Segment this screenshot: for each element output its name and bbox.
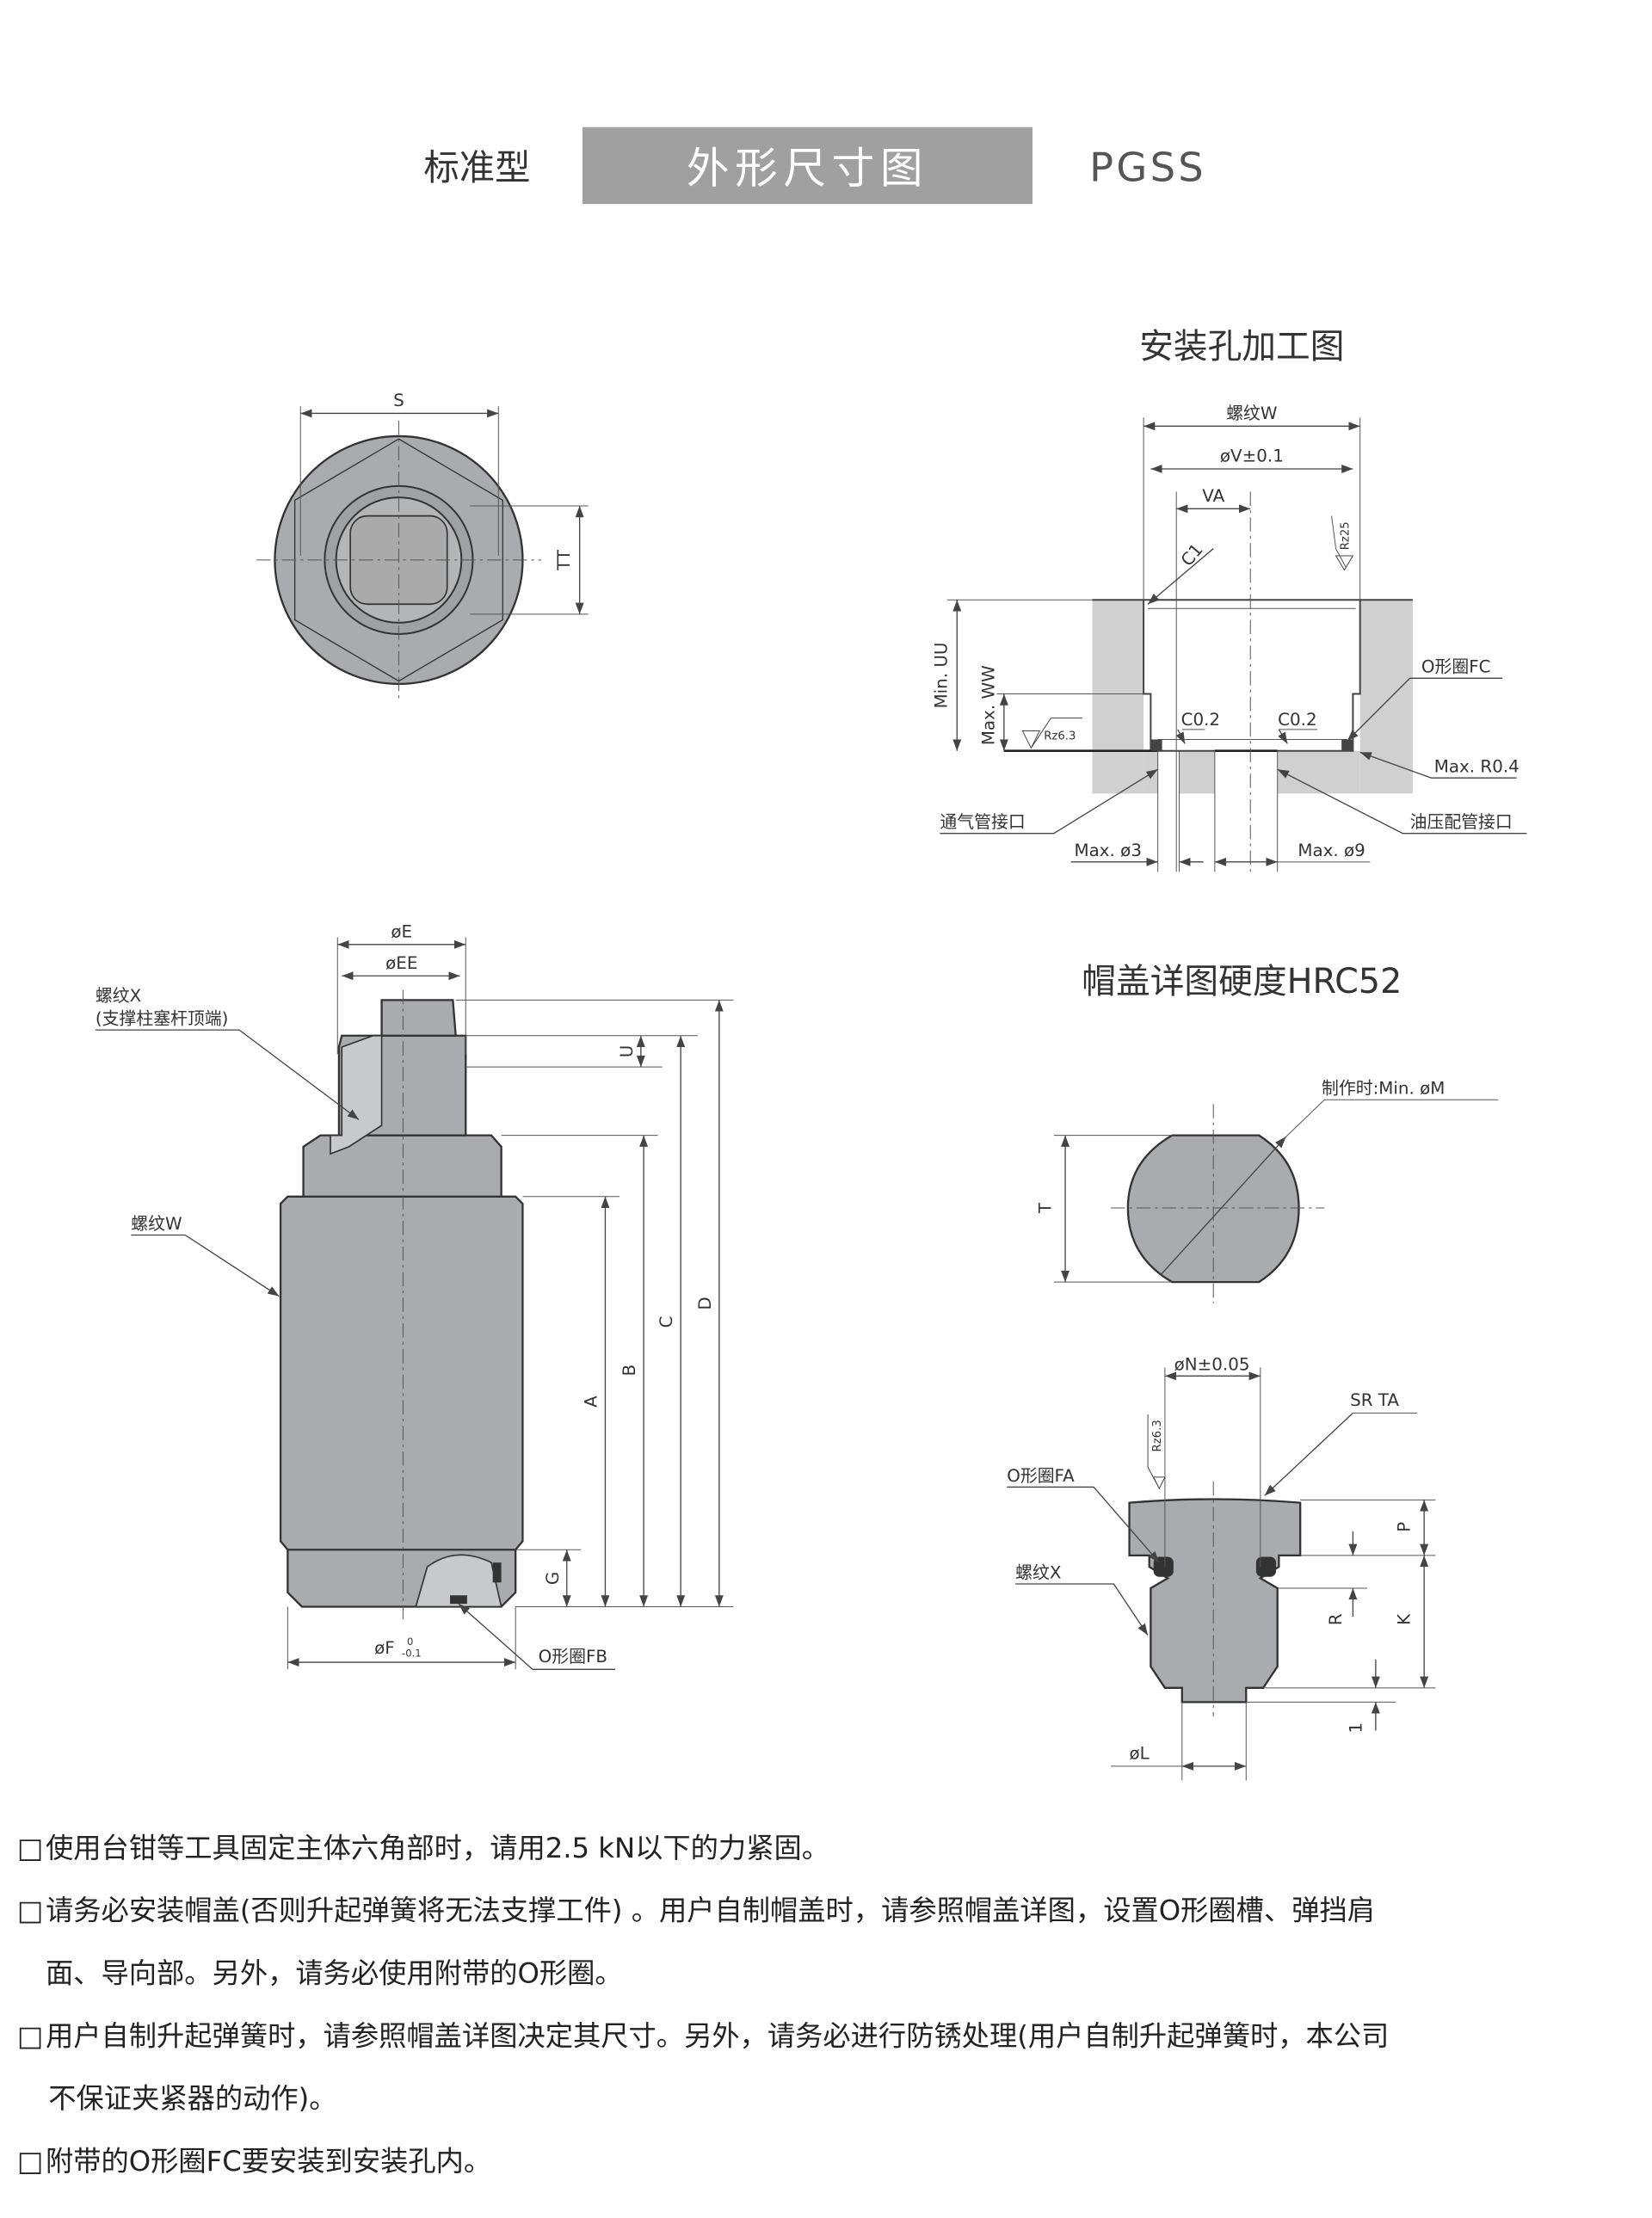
- dim-l: øL: [1130, 1744, 1150, 1764]
- dim-e: øE: [391, 922, 412, 942]
- dim-u: U: [617, 1045, 637, 1058]
- c1-label: C1: [1177, 540, 1207, 570]
- oring-fb-label: O形圈FB: [539, 1647, 607, 1667]
- header: 标准型 外形尺寸图 PGSS: [423, 126, 1206, 205]
- c02-left: C0.2: [1181, 710, 1220, 730]
- dim-k: K: [1395, 1613, 1415, 1625]
- cap-detail-drawing: 帽盖详图硬度HRC52 制作时:Min. øM T øN±0.05 SR TA …: [1007, 962, 1499, 1781]
- note-2b: 面、导向部。另外，请务必使用附带的O形圈。: [46, 1956, 623, 1989]
- dim-c: C: [656, 1316, 676, 1328]
- dim-f-tol-lower: -0.1: [402, 1647, 422, 1659]
- sr-ta: SR TA: [1350, 1390, 1399, 1410]
- cap-thread-x: 螺纹X: [1015, 1562, 1061, 1582]
- cap-detail-title: 帽盖详图硬度HRC52: [1082, 962, 1402, 1001]
- type-label: 标准型: [423, 147, 530, 188]
- notes: □ 使用台钳等工具固定主体六角部时，请用2.5 kN以下的力紧固。 □ 请务必安…: [17, 1832, 1389, 2178]
- note-2a: 请务必安装帽盖(否则升起弹簧将无法支撑工件) 。用户自制帽盖时，请参照帽盖详图，…: [46, 1895, 1375, 1927]
- note-3b: 不保证夹紧器的动作)。: [48, 2082, 336, 2115]
- dim-tt: TT: [554, 549, 574, 571]
- dim-f-tol-upper: 0: [407, 1636, 413, 1648]
- thread-w-label: 螺纹W: [131, 1214, 182, 1234]
- c02-right: C0.2: [1278, 710, 1316, 730]
- dim-v: øV±0.1: [1220, 447, 1284, 466]
- hole-thread-w: 螺纹W: [1226, 404, 1277, 423]
- dim-d: D: [695, 1297, 715, 1309]
- dim-a: A: [582, 1395, 601, 1408]
- page-title: 外形尺寸图: [687, 143, 928, 193]
- max-d3: Max. ø3: [1074, 841, 1141, 860]
- note-bullet: □: [17, 1895, 43, 1927]
- dim-t: T: [1036, 1202, 1056, 1214]
- mount-hole-drawing: 安装孔加工图 螺纹W øV±0.1 VA Rz25 C1 Mi: [932, 327, 1527, 872]
- dim-b: B: [620, 1365, 639, 1377]
- vent-port: 通气管接口: [940, 812, 1025, 832]
- min-m: 制作时:Min. øM: [1322, 1079, 1445, 1099]
- dim-s: S: [393, 391, 404, 410]
- dim-p: P: [1395, 1522, 1415, 1532]
- side-view: øE øEE U D C B A G øF 0 -0.1 螺纹X (支撑柱塞杆顶…: [95, 922, 734, 1670]
- thread-x-note: (支撑柱塞杆顶端): [96, 1009, 229, 1029]
- oil-port: 油压配管接口: [1410, 812, 1513, 832]
- mount-hole-title: 安装孔加工图: [1139, 327, 1344, 367]
- max-d9: Max. ø9: [1298, 841, 1365, 860]
- rz25-label: Rz25: [1339, 521, 1352, 550]
- note-4: 附带的O形圈FC要安装到安装孔内。: [46, 2145, 491, 2178]
- top-view: S TT: [256, 391, 589, 699]
- dim-ee: øEE: [385, 953, 417, 973]
- thread-x-label: 螺纹X: [96, 986, 141, 1006]
- note-bullet: □: [17, 1832, 43, 1864]
- dim-r: R: [1326, 1613, 1346, 1625]
- max-ww: Max. WW: [978, 665, 998, 745]
- dim-n: øN±0.05: [1174, 1355, 1250, 1375]
- rz63-label: Rz6.3: [1044, 730, 1076, 742]
- note-1: 使用台钳等工具固定主体六角部时，请用2.5 kN以下的力紧固。: [46, 1832, 829, 1864]
- cap-rz63: Rz6.3: [1151, 1420, 1164, 1451]
- dim-1: 1: [1346, 1722, 1365, 1734]
- dim-f: øF: [374, 1638, 395, 1658]
- dim-g: G: [543, 1572, 563, 1585]
- model-name: PGSS: [1089, 145, 1206, 191]
- dim-va: VA: [1202, 486, 1224, 506]
- note-3a: 用户自制升起弹簧时，请参照帽盖详图决定其尺寸。另外，请务必进行防锈处理(用户自制…: [46, 2019, 1389, 2052]
- oring-fc: O形圈FC: [1421, 657, 1491, 677]
- note-bullet: □: [17, 2019, 43, 2052]
- oring-fa: O形圈FA: [1007, 1466, 1075, 1486]
- min-uu: Min. UU: [932, 643, 952, 709]
- note-bullet: □: [17, 2145, 43, 2178]
- title-banner: [582, 126, 1032, 205]
- max-r04: Max. R0.4: [1434, 757, 1519, 777]
